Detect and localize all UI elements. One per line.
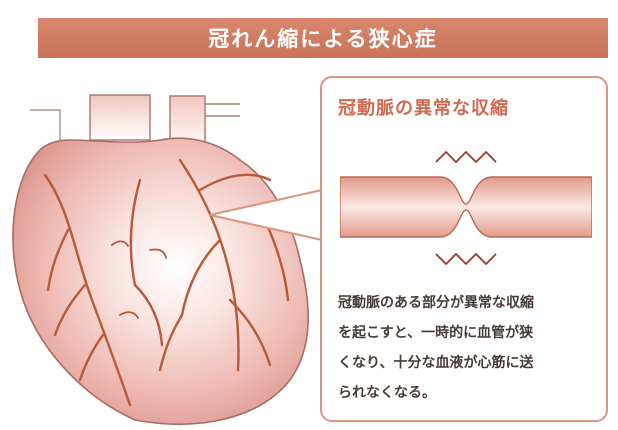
description-line: 冠動脈のある部分が異常な収縮 [338,288,600,318]
callout-description: 冠動脈のある部分が異常な収縮 を起こすと、一時的に血管が狭 くなり、十分な血液が… [338,288,600,408]
callout-heading: 冠動脈の異常な収縮 [338,94,509,120]
constriction-zigzag-bottom [436,254,496,264]
vessel-tube [340,177,592,237]
description-line: くなり、十分な血液が心筋に送 [338,348,600,378]
heart-body [13,138,308,424]
constricted-vessel-illustration [340,142,592,272]
description-line: られなくなる。 [338,378,600,408]
aorta-vessel [90,95,150,140]
constriction-zigzag-top [436,152,496,162]
vessel-branch [205,104,240,116]
callout-box: 冠動脈の異常な収縮 冠動脈のある部分が異常な収縮 を起こすと、一時的に血管が狭 … [320,76,608,422]
description-line: を起こすと、一時的に血管が狭 [338,318,600,348]
vessel-branch-2 [30,110,60,140]
